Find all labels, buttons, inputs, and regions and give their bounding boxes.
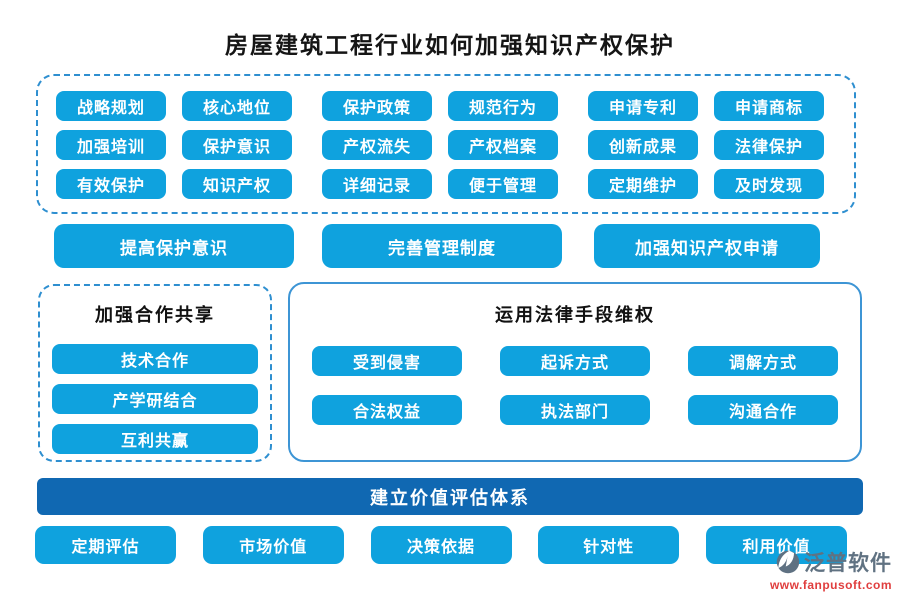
measures-row-1: 战略规划 核心地位 保护政策 规范行为 申请专利 申请商标 [56,91,854,121]
legal-row-2: 合法权益 执法部门 沟通合作 [290,395,860,425]
watermark: 泛普软件 www.fanpusoft.com [770,547,892,592]
measure-button[interactable]: 定期维护 [588,169,698,199]
legal-row-1: 受到侵害 起诉方式 调解方式 [290,346,860,376]
evaluation-button[interactable]: 市场价值 [202,526,344,564]
measures-row-2: 加强培训 保护意识 产权流失 产权档案 创新成果 法律保护 [56,130,854,160]
measure-button[interactable]: 核心地位 [182,91,292,121]
fanpu-logo-icon [776,550,800,574]
legal-button[interactable]: 调解方式 [688,346,838,376]
measure-button[interactable]: 法律保护 [714,130,824,160]
measure-button[interactable]: 申请专利 [588,91,698,121]
measure-button[interactable]: 保护政策 [322,91,432,121]
cooperation-button[interactable]: 技术合作 [52,344,258,374]
legal-button[interactable]: 受到侵害 [312,346,462,376]
measure-button[interactable]: 便于管理 [448,169,558,199]
watermark-url: www.fanpusoft.com [769,578,892,592]
evaluation-button[interactable]: 利用价值 [706,526,847,564]
measure-button[interactable]: 创新成果 [588,130,698,160]
evaluation-button[interactable]: 定期评估 [35,526,176,564]
measure-button[interactable]: 申请商标 [714,91,824,121]
measure-button[interactable]: 保护意识 [182,130,292,160]
cooperation-button[interactable]: 产学研结合 [52,384,258,414]
evaluation-button[interactable]: 决策依据 [370,526,512,564]
measure-button[interactable]: 知识产权 [182,169,292,199]
measure-button[interactable]: 战略规划 [56,91,166,121]
watermark-brand-row: 泛普软件 [770,547,892,577]
measure-button[interactable]: 有效保护 [56,169,166,199]
cooperation-button[interactable]: 互利共赢 [52,424,258,454]
page-title: 房屋建筑工程行业如何加强知识产权保护 [225,32,675,58]
legal-button[interactable]: 合法权益 [312,395,462,425]
measure-button[interactable]: 产权流失 [322,130,432,160]
strategy-button-awareness[interactable]: 提高保护意识 [54,224,294,268]
measure-button[interactable]: 详细记录 [322,169,432,199]
strategy-button-management[interactable]: 完善管理制度 [322,224,562,268]
evaluation-header-bar: 建立价值评估体系 [37,478,863,515]
measures-box: 战略规划 核心地位 保护政策 规范行为 申请专利 申请商标 加强培训 保护意识 … [36,74,856,214]
evaluation-button[interactable]: 针对性 [538,526,680,564]
measure-button[interactable]: 加强培训 [56,130,166,160]
legal-button[interactable]: 沟通合作 [688,395,838,425]
cooperation-list: 技术合作 产学研结合 互利共赢 [40,344,270,454]
legal-button[interactable]: 执法部门 [500,395,650,425]
strategy-button-application[interactable]: 加强知识产权申请 [594,224,820,268]
evaluation-list: 定期评估 市场价值 决策依据 针对性 利用价值 [35,526,847,564]
watermark-brand-text: 泛普软件 [804,552,892,575]
legal-box: 运用法律手段维权 受到侵害 起诉方式 调解方式 合法权益 执法部门 沟通合作 [288,282,862,462]
measure-button[interactable]: 及时发现 [714,169,824,199]
cooperation-title: 加强合作共享 [95,305,215,325]
legal-title: 运用法律手段维权 [495,305,655,325]
measures-row-3: 有效保护 知识产权 详细记录 便于管理 定期维护 及时发现 [56,169,854,199]
cooperation-box: 加强合作共享 技术合作 产学研结合 互利共赢 [38,284,272,462]
measure-button[interactable]: 规范行为 [448,91,558,121]
legal-button[interactable]: 起诉方式 [500,346,650,376]
measure-button[interactable]: 产权档案 [448,130,558,160]
